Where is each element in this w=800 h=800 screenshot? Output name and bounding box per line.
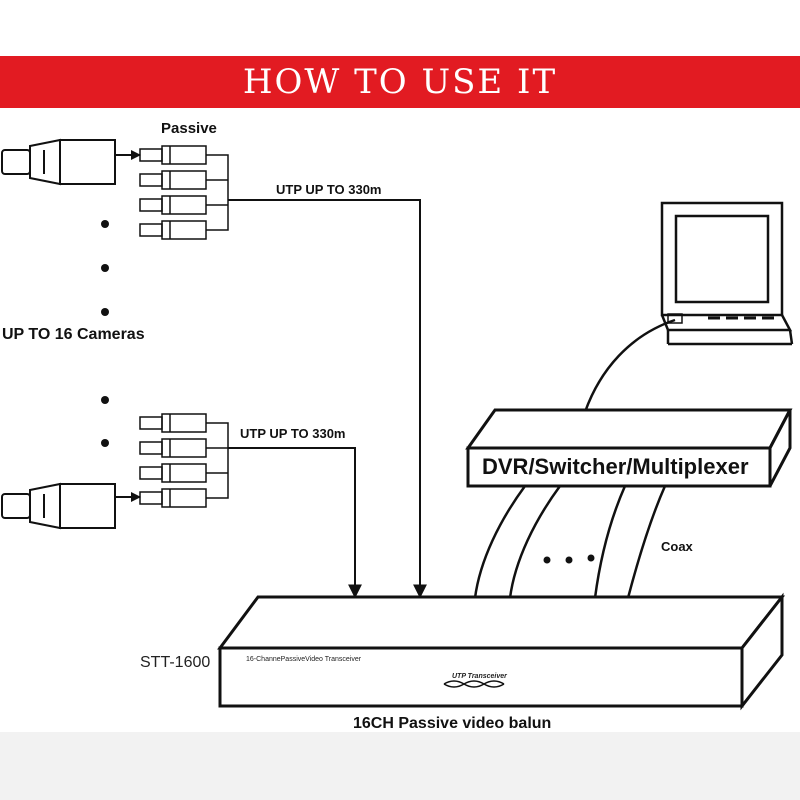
balun-icon — [139, 413, 207, 433]
model-label: STT-1600 — [140, 654, 210, 671]
device-badge-text: UTP Transceiver — [452, 673, 508, 680]
camera-icon-bottom — [1, 482, 141, 530]
device-caption: 16CH Passive video balun — [353, 715, 551, 732]
utp-label-top: UTP UP TO 330m — [276, 182, 382, 197]
monitor-icon — [660, 201, 794, 346]
camera-icon-top — [1, 138, 141, 186]
bottom-band — [0, 732, 800, 800]
device-front-text: 16-ChannePassiveVideo Transceiver — [246, 656, 362, 663]
balun-icon — [139, 463, 207, 483]
coax-label: Coax — [661, 539, 694, 554]
balun-icon — [139, 145, 207, 165]
continuation-dots — [101, 220, 109, 447]
dvr-label: DVR/Switcher/Multiplexer — [482, 454, 749, 479]
utp-cable-top — [228, 199, 427, 599]
balun-group-bottom — [139, 413, 229, 508]
header-banner: HOW TO USE IT — [0, 56, 800, 108]
balun-icon — [139, 220, 207, 240]
coax-cables — [473, 485, 667, 599]
balun-icon — [139, 195, 207, 215]
coax-dots — [543, 554, 595, 564]
balun-transceiver-device — [217, 592, 786, 711]
balun-group-top — [139, 145, 229, 240]
cameras-label: UP TO 16 Cameras — [2, 326, 145, 343]
balun-icon — [139, 170, 207, 190]
page-title: HOW TO USE IT — [242, 62, 558, 102]
passive-label: Passive — [161, 120, 217, 137]
utp-cable-bottom — [228, 447, 362, 599]
balun-icon — [139, 438, 207, 458]
dvr-device — [465, 408, 793, 488]
balun-icon — [139, 488, 207, 508]
utp-label-bottom: UTP UP TO 330m — [240, 426, 346, 441]
video-cable-monitor — [583, 318, 676, 413]
